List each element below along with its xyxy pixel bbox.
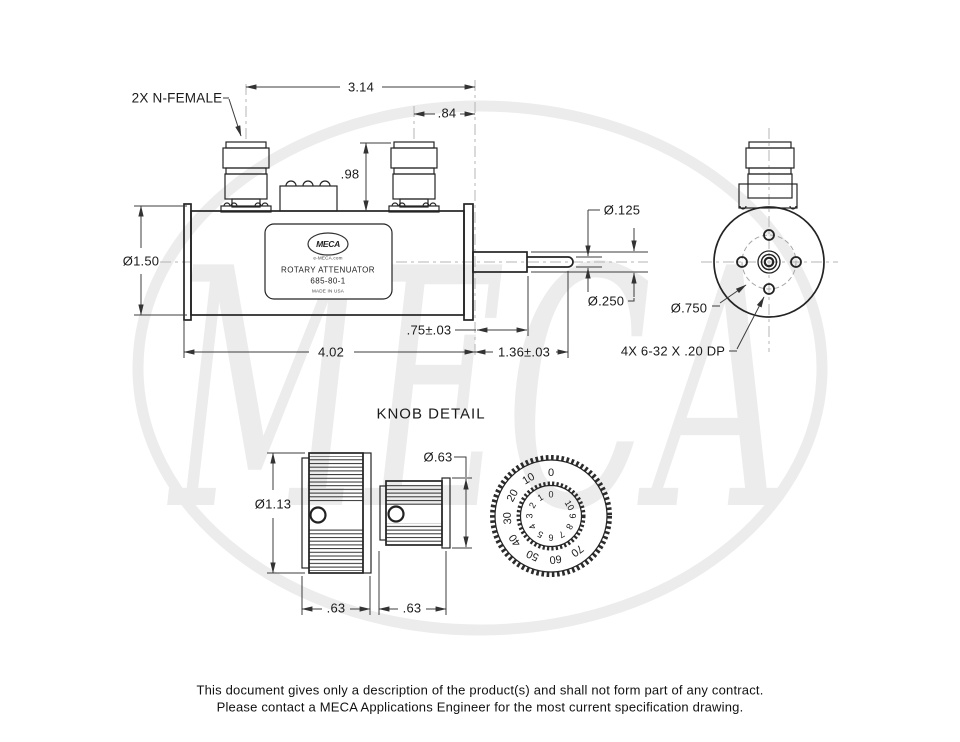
footer-disclaimer-line2: Please contact a MECA Applications Engin… bbox=[216, 699, 744, 715]
dial-inner-numbers-label: 10 bbox=[563, 498, 577, 512]
dial-outer-numbers-label: 0 bbox=[548, 467, 554, 479]
n-female-connector-left bbox=[220, 141, 272, 213]
dim-body-diameter: Ø1.50 bbox=[122, 253, 160, 269]
dial-inner-numbers-label: 6 bbox=[548, 532, 553, 542]
connector-callout: 2X N-FEMALE bbox=[131, 90, 223, 106]
dim-connector-height: .98 bbox=[340, 166, 360, 182]
shaft-end bbox=[763, 256, 775, 268]
bolt-circle bbox=[741, 234, 797, 290]
dim-large-knob-diameter: Ø1.13 bbox=[254, 496, 292, 512]
plate-brand: MECA bbox=[316, 239, 340, 249]
body-end-circle bbox=[713, 206, 825, 318]
dim-small-knob-diameter: Ø.63 bbox=[423, 449, 453, 465]
end-view bbox=[701, 128, 838, 352]
plate-website: e-MECA.com bbox=[313, 255, 343, 261]
watermark-ellipse bbox=[132, 100, 828, 636]
plate-model: 685-80-1 bbox=[310, 276, 346, 286]
shaft-tip bbox=[527, 256, 574, 268]
dial-inner-numbers-label: 9 bbox=[567, 513, 577, 518]
meca-logo-oval bbox=[307, 232, 349, 256]
dim-shaft-step: .75±.03 bbox=[406, 322, 452, 338]
set-screw bbox=[387, 505, 405, 523]
dial-outer-numbers-label: 60 bbox=[549, 552, 562, 565]
dim-large-knob-length: .63 bbox=[326, 600, 346, 616]
dial-inner-numbers-label: 7 bbox=[557, 529, 566, 540]
dial-outer-numbers-label: 70 bbox=[568, 542, 585, 559]
plate-origin: MADE IN USA bbox=[311, 288, 345, 294]
main-side-view bbox=[134, 80, 648, 358]
dim-shaft-length: 1.36±.03 bbox=[497, 344, 551, 360]
dial-inner-numbers-label: 2 bbox=[527, 501, 538, 510]
mounting-hole bbox=[763, 229, 775, 241]
shaft-base bbox=[472, 251, 528, 273]
dial-inner-numbers-label: 3 bbox=[525, 513, 535, 518]
dial-inner-numbers-label: 5 bbox=[536, 529, 545, 540]
mounting-holes-callout: 4X 6-32 X .20 DP bbox=[620, 343, 726, 359]
dim-connector-spacing: 3.14 bbox=[347, 79, 375, 95]
dim-bolt-circle: Ø.750 bbox=[670, 300, 708, 316]
dial-outer-numbers-label: 20 bbox=[505, 488, 521, 504]
inner-knurled-dial bbox=[516, 481, 586, 551]
dim-shaft-tip-diameter: Ø.125 bbox=[603, 202, 641, 218]
dim-body-length: 4.02 bbox=[317, 344, 345, 360]
dial-inner-numbers-label: 4 bbox=[527, 522, 538, 531]
dial-outer-numbers-label: 30 bbox=[502, 512, 515, 525]
dial-outer-numbers-label: 40 bbox=[507, 532, 524, 549]
mounting-hole bbox=[790, 256, 802, 268]
dim-small-knob-length: .63 bbox=[402, 600, 422, 616]
dial-outer-numbers-label: 10 bbox=[520, 471, 537, 488]
dim-connector-inset: .84 bbox=[437, 105, 457, 121]
dial-inner-numbers-label: 1 bbox=[536, 492, 545, 503]
end-connector-knurl bbox=[745, 147, 795, 169]
outer-knurled-ring bbox=[490, 455, 612, 577]
mounting-hole bbox=[763, 283, 775, 295]
set-screw bbox=[309, 506, 327, 524]
dim-shaft-base-diameter: Ø.250 bbox=[587, 293, 625, 309]
connector-bracket bbox=[738, 183, 798, 209]
dial-inner-numbers-label: 0 bbox=[548, 490, 553, 500]
footer-disclaimer-line1: This document gives only a description o… bbox=[196, 682, 764, 698]
plate-product: ROTARY ATTENUATOR bbox=[281, 265, 375, 275]
dial-inner-numbers-label: 8 bbox=[564, 522, 575, 531]
terminal-block bbox=[279, 185, 338, 212]
dial-outer-numbers-label: 50 bbox=[525, 547, 541, 563]
n-female-connector-right bbox=[388, 141, 440, 213]
knob-detail-title: KNOB DETAIL bbox=[376, 405, 486, 423]
mounting-hole bbox=[736, 256, 748, 268]
name-plate bbox=[264, 223, 393, 300]
